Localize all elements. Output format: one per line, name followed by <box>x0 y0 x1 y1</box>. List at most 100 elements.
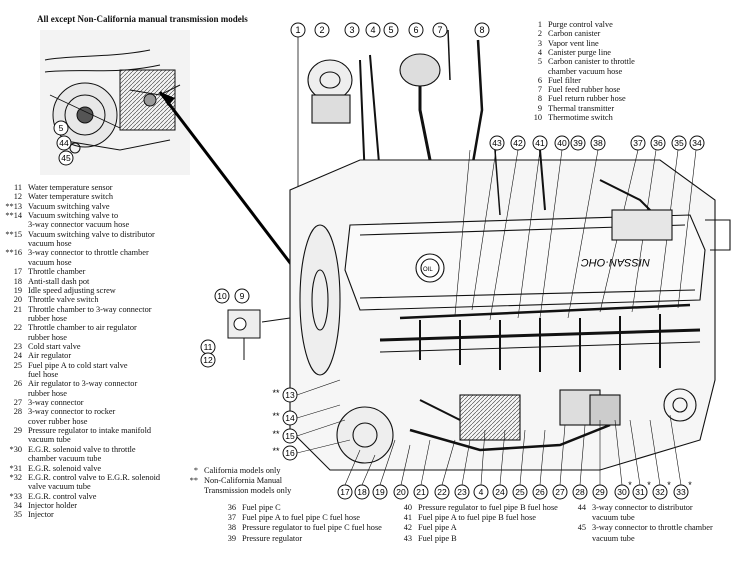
legend-number: *31 <box>9 463 22 473</box>
legend-number <box>0 435 22 444</box>
legend-number: 12 <box>13 192 22 202</box>
legend-number: 26 <box>13 379 22 389</box>
legend-number: **16 <box>5 248 22 258</box>
svg-text:12: 12 <box>203 355 213 365</box>
legend-number: 39 <box>227 533 236 543</box>
legend-label: chamber vacuum hose <box>548 66 623 76</box>
legend-number <box>0 314 22 323</box>
svg-text:4: 4 <box>479 487 484 497</box>
legend-number: **13 <box>5 201 22 211</box>
svg-text:23: 23 <box>457 487 467 497</box>
legend-label: 3-way connector <box>28 398 84 408</box>
legend-label: vacuum hose <box>28 257 72 267</box>
legend-number: 34 <box>13 500 22 510</box>
svg-text:1: 1 <box>295 25 300 35</box>
svg-text:27: 27 <box>555 487 565 497</box>
legend-label: Pressure regulator <box>242 533 303 543</box>
legend-item: 36 Fuel pipe C <box>220 503 281 512</box>
legend-number <box>0 333 22 342</box>
legend-item: 3 Vapor vent line <box>528 39 599 48</box>
callouts-left: 13 14 15 16 ** ** ** ** <box>272 379 351 461</box>
legend-number: 38 <box>227 523 236 533</box>
legend-label: Throttle chamber to 3-way connector <box>28 304 152 314</box>
legend-number: 11 <box>14 183 22 192</box>
svg-text:9: 9 <box>240 291 245 301</box>
svg-text:41: 41 <box>535 138 545 148</box>
legend-label: Water temperature switch <box>28 192 114 202</box>
legend-label: California models only <box>204 466 281 475</box>
svg-text:14: 14 <box>285 413 295 423</box>
legend-label: Fuel pipe C <box>242 503 281 512</box>
svg-text:34: 34 <box>692 138 702 148</box>
legend-label: Pressure regulator to fuel pipe C fuel h… <box>242 523 382 533</box>
legend-number <box>0 220 22 229</box>
svg-text:18: 18 <box>357 487 367 497</box>
svg-text:*: * <box>647 480 651 490</box>
svg-text:29: 29 <box>595 487 605 497</box>
legend-number: **14 <box>5 211 22 221</box>
legend-label: fuel hose <box>28 370 59 379</box>
callout-3: 3 <box>344 22 360 38</box>
inset-title: All except Non-California manual transmi… <box>37 14 248 24</box>
legend-number: 20 <box>13 295 22 305</box>
legend-label: Vapor vent line <box>548 38 599 48</box>
svg-text:5: 5 <box>59 123 64 133</box>
svg-text:16: 16 <box>285 448 295 458</box>
svg-text:17: 17 <box>340 487 350 497</box>
svg-text:25: 25 <box>515 487 525 497</box>
svg-text:37: 37 <box>633 138 643 148</box>
legend-number: 25 <box>13 360 22 370</box>
legend-number: 36 <box>227 503 236 512</box>
legend-number: 4 <box>537 47 542 57</box>
legend-item: rubber hose <box>0 333 67 342</box>
legend-label: Thermal transmitter <box>548 103 615 113</box>
legend-item: **Non-California Manual <box>186 476 282 485</box>
legend-item: chamber vacuum tube <box>0 454 101 463</box>
callout-1: 1 <box>290 22 306 38</box>
callouts-top: 1 2 3 4 5 6 7 8 <box>290 22 490 38</box>
legend-label: Water temperature sensor <box>28 183 113 192</box>
svg-text:8: 8 <box>479 25 484 35</box>
svg-text:28: 28 <box>575 487 585 497</box>
legend-number <box>0 482 22 491</box>
legend-number: 7 <box>537 85 542 95</box>
legend-label: E.G.R. control valve to E.G.R. solenoid <box>28 472 161 482</box>
legend-label: Fuel pipe A <box>418 523 457 533</box>
legend-label: Cold start valve <box>28 341 81 351</box>
svg-text:5: 5 <box>388 25 393 35</box>
svg-text:**: ** <box>272 446 280 456</box>
legend-item: vacuum tube <box>570 534 635 543</box>
legend-item: chamber vacuum hose <box>528 67 622 76</box>
svg-text:4: 4 <box>370 25 375 35</box>
legend-label: Pressure regulator to fuel pipe B fuel h… <box>418 503 558 512</box>
legend-label: vacuum tube <box>592 513 635 523</box>
legend-label: vacuum tube <box>592 533 635 543</box>
svg-text:21: 21 <box>416 487 426 497</box>
legend-number: 17 <box>13 267 22 277</box>
legend-number: 40 <box>403 503 412 512</box>
legend-number: * <box>193 466 198 475</box>
legend-number: 3 <box>537 38 542 48</box>
callout-6: 6 <box>408 22 424 38</box>
legend-label: E.G.R. solenoid valve <box>28 463 102 473</box>
legend-label: Throttle valve switch <box>28 295 99 305</box>
legend-label: Air regulator to 3-way connector <box>28 379 138 389</box>
svg-text:24: 24 <box>495 487 505 497</box>
legend-number: 19 <box>13 285 22 295</box>
svg-text:43: 43 <box>492 138 502 148</box>
